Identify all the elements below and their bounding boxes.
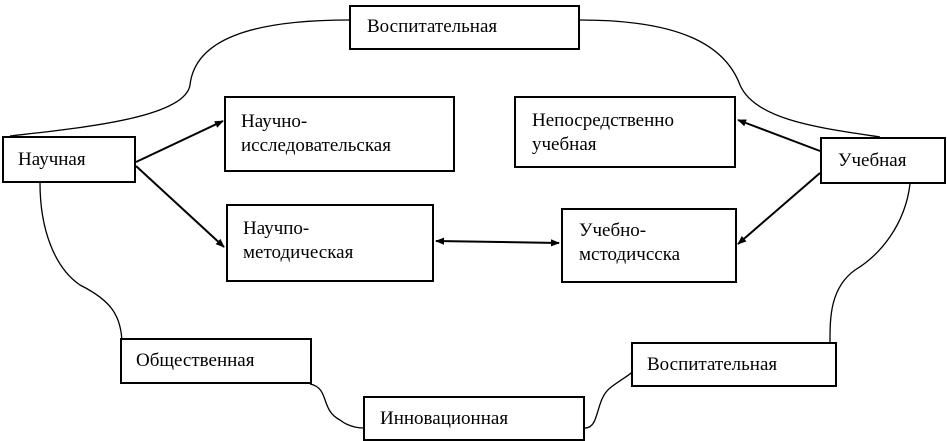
node-nauchno-metodicheskaya: Научпо- методическая xyxy=(226,204,434,282)
node-nauchnaya: Научная xyxy=(2,136,136,183)
node-vospitatelnaya-bottom: Воспитательная xyxy=(631,342,837,387)
curve-uchebnaya-to-vospitatelnaya-bottom xyxy=(829,183,911,343)
arrow-uchebnaya-to-neposredstvenno-uchebnaya xyxy=(737,119,821,152)
node-innovacionnaya: Инновационная xyxy=(363,396,585,441)
node-obschestvennaya: Общественная xyxy=(120,338,312,384)
curve-nauchnaya-to-obschestvennaya xyxy=(39,182,123,346)
curve-obschestvennaya-to-innovacionnaya xyxy=(309,383,364,429)
node-uchebno-metodicheskaya: Учебно- мстодичсска xyxy=(561,208,737,283)
curve-innovacionnaya-to-vospitatelnaya-bottom xyxy=(584,371,633,429)
arrow-nauchnaya-to-nauchno-metodicheskaya xyxy=(135,165,225,248)
curve-vospitatelnaya-top-to-uchebnaya xyxy=(579,19,881,138)
node-nauchno-issledovatelskaya: Научно- исследовательская xyxy=(224,96,455,172)
node-vospitatelnaya-top: Воспитательная xyxy=(349,5,580,50)
arrow-nauchnaya-to-nauchno-issledovatelskaya xyxy=(135,120,224,163)
arrow-uchebnaya-to-uchebno-metodicheskaya xyxy=(737,172,821,245)
node-uchebnaya: Учебная xyxy=(820,137,946,184)
curve-nauchnaya-to-vospitatelnaya-top xyxy=(9,19,350,137)
node-neposredstvenno-uchebnaya: Непосредственно учебная xyxy=(514,96,736,168)
arrow-metodicheskaya-bidirectional xyxy=(435,237,560,247)
